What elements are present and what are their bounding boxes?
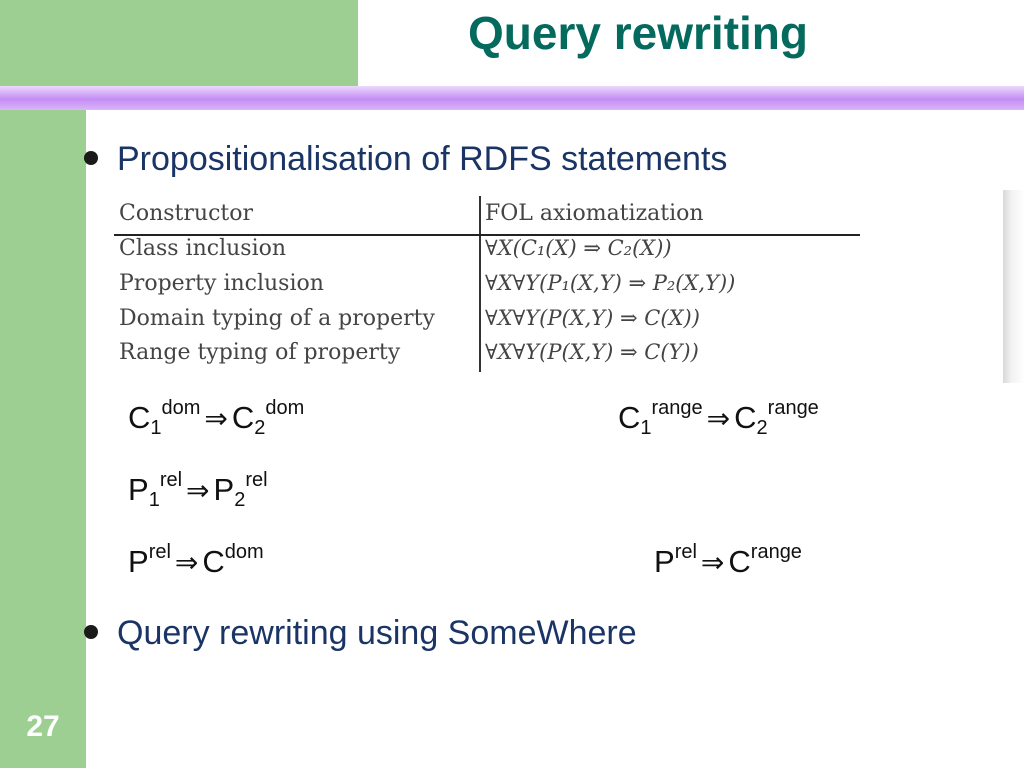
mapping-rhs: P bbox=[213, 472, 235, 507]
mapping-property-relation: P1rel⇒P2rel bbox=[128, 470, 268, 510]
mapping-lhs-sup: dom bbox=[161, 397, 201, 419]
mapping-rhs: C bbox=[231, 400, 255, 435]
table-cell-formula: ∀X(C₁(X) ⇒ C₂(X)) bbox=[485, 236, 672, 260]
bullet-item: Propositionalisation of RDFS statements bbox=[84, 142, 727, 176]
implies-arrow-icon: ⇒ bbox=[186, 474, 210, 507]
mapping-property-domain: Prel⇒Cdom bbox=[128, 542, 264, 577]
slide-title: Query rewriting bbox=[468, 7, 808, 59]
mapping-class-range: C1range⇒C2range bbox=[618, 398, 819, 438]
mapping-rhs-sup: dom bbox=[265, 397, 305, 419]
mapping-class-domain: C1dom⇒C2dom bbox=[128, 398, 304, 438]
bullet-text: Propositionalisation of RDFS statements bbox=[117, 140, 728, 178]
table-header-rule bbox=[114, 234, 860, 236]
mapping-lhs: C bbox=[128, 400, 151, 435]
mapping-rhs-sup: dom bbox=[224, 541, 264, 563]
fol-table: Constructor FOL axiomatization Class inc… bbox=[114, 196, 860, 372]
mapping-rhs: C bbox=[728, 544, 751, 579]
bullet-dot-icon bbox=[84, 625, 98, 640]
mapping-lhs-sup: range bbox=[651, 397, 703, 419]
table-cell-constructor: Range typing of property bbox=[119, 340, 401, 365]
mapping-rhs-sup: range bbox=[750, 541, 802, 563]
mapping-lhs: P bbox=[128, 544, 149, 579]
implies-arrow-icon: ⇒ bbox=[174, 546, 199, 579]
mapping-rhs-sub: 2 bbox=[234, 489, 246, 511]
mapping-rhs-sup: rel bbox=[245, 469, 268, 491]
implies-arrow-icon: ⇒ bbox=[700, 546, 725, 579]
table-cell-constructor: Class inclusion bbox=[119, 236, 287, 261]
mapping-property-range: Prel⇒Crange bbox=[654, 542, 802, 577]
mapping-lhs: P bbox=[128, 472, 149, 507]
mapping-lhs-sub: 1 bbox=[640, 417, 652, 439]
mapping-lhs-sup: rel bbox=[148, 541, 171, 563]
mapping-lhs-sup: rel bbox=[674, 541, 697, 563]
mapping-rhs-sub: 2 bbox=[254, 417, 266, 439]
table-cell-constructor: Property inclusion bbox=[119, 271, 324, 296]
bullet-item: Query rewriting using SomeWhere bbox=[84, 616, 637, 650]
bullet-dot-icon bbox=[84, 151, 98, 166]
mapping-rhs-sup: range bbox=[767, 397, 819, 419]
mapping-lhs-sub: 1 bbox=[148, 489, 160, 511]
mapping-rhs: C bbox=[734, 400, 757, 435]
image-edge-strip bbox=[1003, 190, 1024, 383]
mapping-lhs-sub: 1 bbox=[150, 417, 162, 439]
bullet-text: Query rewriting using SomeWhere bbox=[117, 614, 637, 652]
table-cell-constructor: Domain typing of a property bbox=[119, 306, 435, 331]
table-column-divider bbox=[479, 196, 481, 372]
top-left-block bbox=[0, 0, 358, 86]
table-cell-formula: ∀X∀Y(P(X,Y) ⇒ C(Y)) bbox=[485, 340, 699, 364]
table-cell-formula: ∀X∀Y(P(X,Y) ⇒ C(X)) bbox=[485, 306, 700, 330]
mapping-lhs-sup: rel bbox=[159, 469, 183, 491]
table-header-axiomatization: FOL axiomatization bbox=[485, 201, 704, 226]
implies-arrow-icon: ⇒ bbox=[204, 402, 228, 435]
mapping-rhs: C bbox=[202, 544, 225, 579]
slide-number: 27 bbox=[26, 710, 60, 743]
implies-arrow-icon: ⇒ bbox=[706, 402, 731, 435]
table-cell-formula: ∀X∀Y(P₁(X,Y) ⇒ P₂(X,Y)) bbox=[485, 271, 736, 295]
title-band bbox=[0, 86, 1024, 110]
table-header-constructor: Constructor bbox=[119, 201, 253, 226]
mapping-rhs-sub: 2 bbox=[756, 417, 768, 439]
left-sidebar-bar bbox=[0, 0, 86, 768]
mapping-lhs: C bbox=[618, 400, 641, 435]
mapping-lhs: P bbox=[654, 544, 675, 579]
